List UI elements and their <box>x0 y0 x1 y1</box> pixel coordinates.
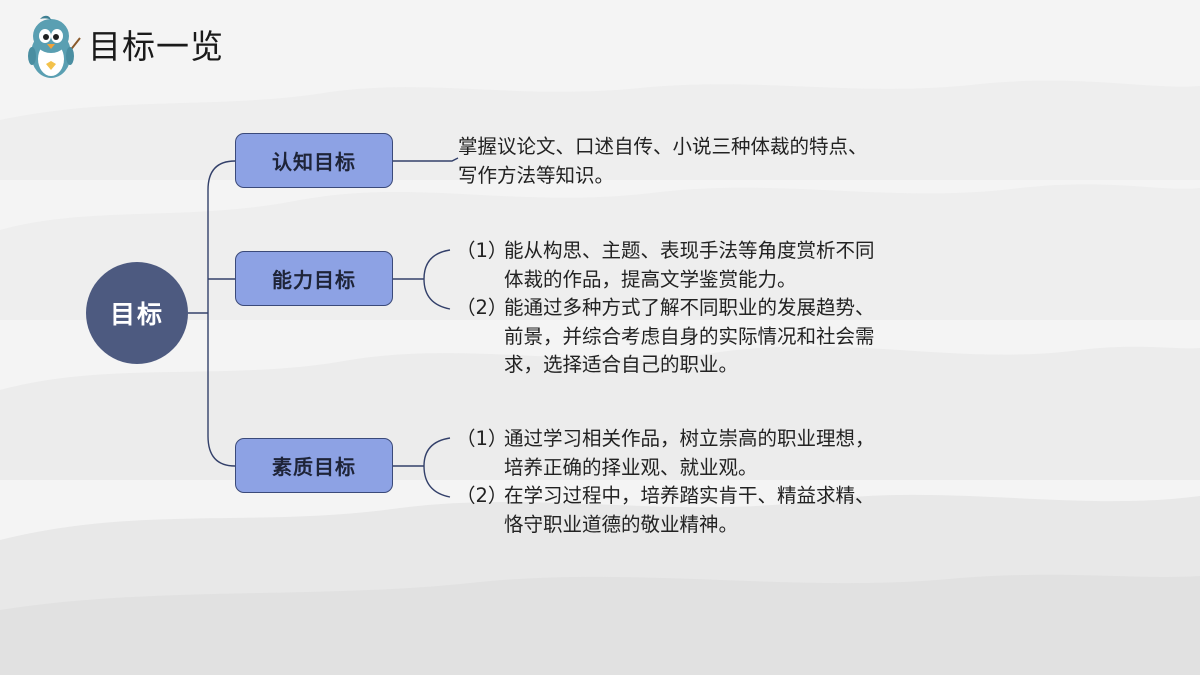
item-number: （1） <box>456 427 508 450</box>
text-line: 体裁的作品，提高文学鉴赏能力。 <box>504 267 797 291</box>
list-item: （1） 能从构思、主题、表现手法等角度赏析不同 体裁的作品，提高文学鉴赏能力。 <box>456 237 875 294</box>
text-line: 能通过多种方式了解不同职业的发展趋势、 <box>504 296 875 319</box>
ability-goal-list: （1） 能从构思、主题、表现手法等角度赏析不同 体裁的作品，提高文学鉴赏能力。 … <box>456 237 875 380</box>
list-item: （2） 在学习过程中，培养踏实肯干、精益求精、 恪守职业道德的敬业精神。 <box>456 482 875 539</box>
cognitive-goal-text: 掌握议论文、口述自传、小说三种体裁的特点、 写作方法等知识。 <box>458 133 868 190</box>
list-item: （2） 能通过多种方式了解不同职业的发展趋势、 前景，并综合考虑自身的实际情况和… <box>456 294 875 380</box>
connector-quality <box>207 313 236 467</box>
branch-node-ability-goal: 能力目标 <box>235 251 393 306</box>
quality-goal-list: （1） 通过学习相关作品，树立崇高的职业理想， 培养正确的择业观、就业观。 （2… <box>456 425 875 539</box>
text-line: 培养正确的择业观、就业观。 <box>504 455 758 479</box>
connector-quality-bracket <box>393 437 451 498</box>
connector-ability-bracket <box>393 249 451 310</box>
branch-node-cognitive-goal: 认知目标 <box>235 133 393 188</box>
item-number: （2） <box>456 484 508 507</box>
text-line: 在学习过程中，培养踏实肯干、精益求精、 <box>504 484 875 507</box>
item-number: （1） <box>456 239 508 262</box>
penguin-mascot-icon <box>28 15 81 78</box>
page-title: 目标一览 <box>88 27 224 66</box>
text-line: 求，选择适合自己的职业。 <box>504 353 739 376</box>
connector-cognitive-text <box>393 157 459 162</box>
branch-node-quality-goal: 素质目标 <box>235 438 393 493</box>
connector-cognitive <box>207 160 236 313</box>
root-node-goals: 目标 <box>86 262 188 364</box>
item-number: （2） <box>456 296 508 319</box>
text-line: 恪守职业道德的敬业精神。 <box>504 512 739 536</box>
text-line: 掌握议论文、口述自传、小说三种体裁的特点、 <box>458 135 868 158</box>
text-line: 能从构思、主题、表现手法等角度赏析不同 <box>504 239 875 262</box>
list-item: （1） 通过学习相关作品，树立崇高的职业理想， 培养正确的择业观、就业观。 <box>456 425 875 482</box>
text-line: 写作方法等知识。 <box>458 163 615 187</box>
text-line: 前景，并综合考虑自身的实际情况和社会需 <box>504 324 875 348</box>
text-line: 通过学习相关作品，树立崇高的职业理想， <box>504 427 875 450</box>
